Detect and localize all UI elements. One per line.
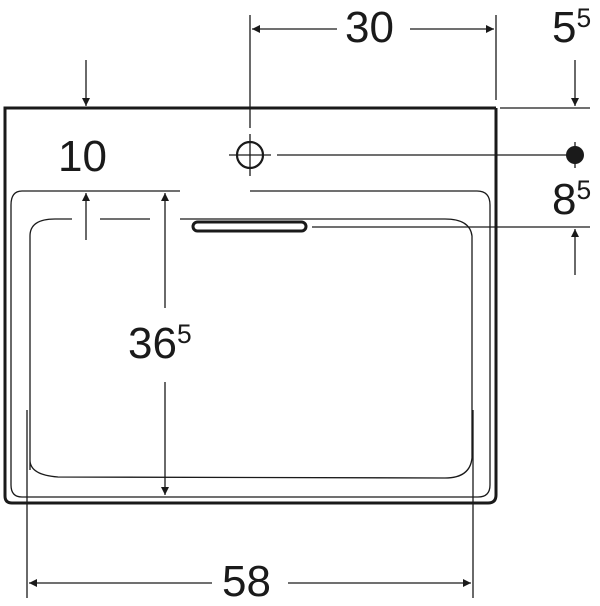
- dimension-label-10: 10: [58, 135, 107, 179]
- dimension-value: 30: [345, 3, 394, 52]
- dimension-label-8-5: 85: [552, 174, 592, 224]
- inner-bowl: [29, 218, 473, 479]
- dimension-58: [26, 410, 474, 598]
- dimension-30: [249, 15, 497, 128]
- dimension-8-5: [312, 226, 590, 275]
- dimension-superscript: 5: [576, 174, 592, 205]
- dimension-superscript: 5: [576, 2, 592, 33]
- dimension-value: 36: [128, 319, 177, 368]
- dimension-label-36-5: 365: [128, 318, 192, 368]
- dimension-value: 8: [552, 175, 577, 224]
- dimension-5-5: [500, 60, 590, 109]
- tap-hole-marker: [229, 134, 584, 176]
- outer-rim: [3, 106, 498, 505]
- inner-rim: [10, 190, 491, 498]
- dimension-value: 5: [552, 3, 577, 52]
- dimension-value: 58: [222, 557, 271, 606]
- dimension-label-30: 30: [345, 6, 394, 50]
- overflow-slot: [191, 220, 308, 233]
- dimension-label-58: 58: [222, 560, 271, 604]
- dimension-superscript: 5: [176, 318, 192, 349]
- dimension-value: 10: [58, 132, 107, 181]
- dimension-label-5-5: 55: [552, 2, 592, 52]
